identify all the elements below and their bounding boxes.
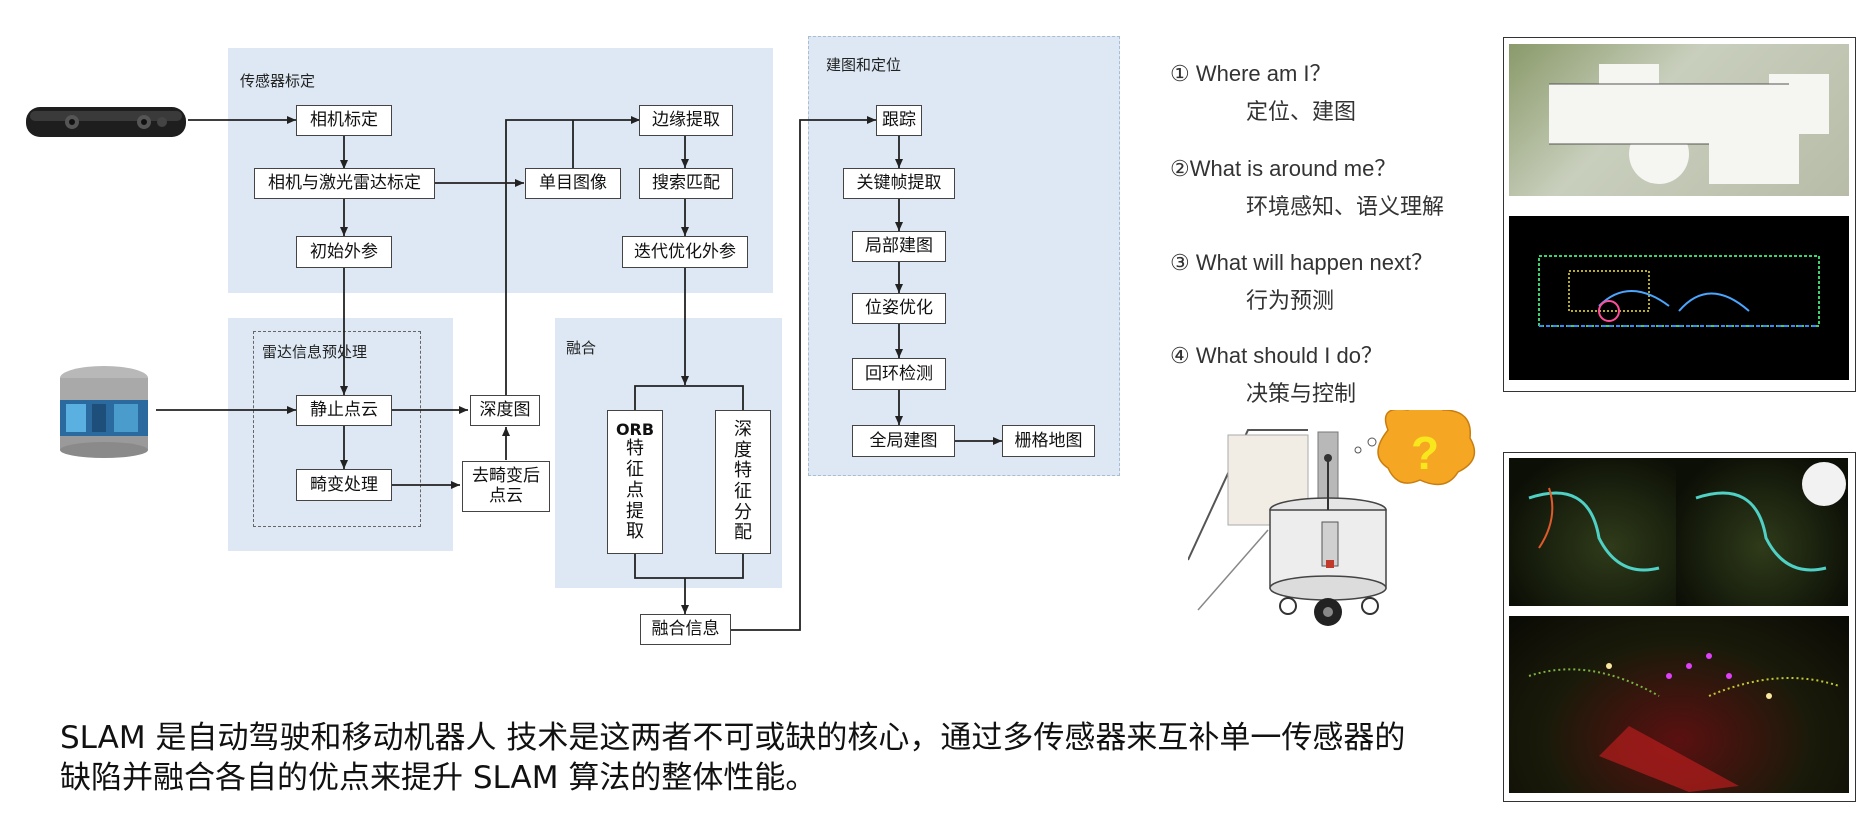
node-initial-extrinsic: 初始外参: [296, 236, 392, 268]
node-edge-extract: 边缘提取: [639, 105, 733, 136]
robot-illustration: ?: [1187, 401, 1478, 650]
question-3: ③ What will happen next？ 行为预测: [1170, 245, 1433, 315]
question-4: ④ What should I do？ 决策与控制: [1170, 338, 1383, 408]
orb-char-3: 点: [626, 479, 644, 501]
orb-char-5: 取: [626, 521, 644, 543]
node-fusion-info: 融合信息: [640, 614, 731, 645]
stereo-camera-icon: [24, 103, 189, 141]
node-grid-map: 栅格地图: [1002, 425, 1095, 457]
region-title-mapping-localization: 建图和定位: [826, 56, 902, 74]
depth-feat-char-1: 度: [734, 439, 752, 461]
undistorted-cloud-line1: 去畸变后: [472, 465, 540, 486]
panel-maps-top: [1503, 37, 1856, 392]
node-global-map: 全局建图: [852, 425, 955, 457]
node-camera-calib: 相机标定: [296, 105, 392, 136]
lidar-preprocess-dashed-box: [253, 331, 421, 527]
node-local-map: 局部建图: [852, 231, 946, 262]
lidar-scan-right-image: [1676, 458, 1848, 606]
depth-feat-char-4: 分: [734, 501, 752, 523]
node-mono-image: 单目图像: [525, 168, 621, 199]
question-1-answer: 定位、建图: [1246, 99, 1357, 124]
node-loop-detect: 回环检测: [852, 358, 946, 390]
question-4-text: ④ What should I do？: [1170, 343, 1383, 368]
depth-feat-char-0: 深: [734, 418, 752, 440]
undistorted-cloud-line2: 点云: [489, 485, 523, 506]
node-orb-feature: ORB 特 征 点 提 取: [607, 410, 663, 554]
thought-question-mark: ?: [1411, 427, 1440, 479]
question-2-text: ②What is around me？: [1170, 156, 1397, 181]
question-3-text: ③ What will happen next？: [1170, 250, 1434, 275]
orb-char-1: 特: [626, 438, 644, 460]
question-3-answer: 行为预测: [1246, 288, 1335, 313]
semantic-pointcloud-image: [1509, 616, 1849, 793]
caption-line-2: 缺陷并融合各自的优点来提升 SLAM 算法的整体性能。: [60, 760, 817, 796]
orb-char-4: 提: [626, 500, 644, 522]
node-keyframe: 关键帧提取: [843, 168, 955, 199]
node-iter-opt: 迭代优化外参: [622, 236, 748, 268]
region-title-sensor-calibration: 传感器标定: [240, 72, 316, 90]
occupancy-map-image: [1509, 44, 1849, 196]
orb-char-2: 征: [626, 459, 644, 481]
question-2-answer: 环境感知、语义理解: [1246, 194, 1445, 219]
lidar-sensor-icon: [52, 360, 156, 460]
node-depth-feature: 深 度 特 征 分 配: [715, 410, 771, 554]
node-static-pointcloud: 静止点云: [296, 395, 392, 426]
question-1-text: ① Where am I？: [1170, 61, 1332, 86]
node-depth-map: 深度图: [470, 395, 540, 426]
lidar-scan-left-image: [1509, 458, 1677, 606]
question-4-answer: 决策与控制: [1246, 381, 1357, 406]
caption-line-1: SLAM 是自动驾驶和移动机器人 技术是这两者不可或缺的核心，通过多传感器来互补…: [60, 720, 1406, 756]
node-camera-lidar-calib: 相机与激光雷达标定: [254, 168, 435, 199]
node-pose-opt: 位姿优化: [852, 293, 946, 324]
node-search-match: 搜索匹配: [639, 168, 733, 199]
node-undistorted-cloud: 去畸变后 点云: [462, 461, 550, 512]
region-title-fusion: 融合: [566, 339, 597, 357]
node-tracking: 跟踪: [876, 105, 922, 136]
depth-feat-char-2: 特: [734, 460, 752, 482]
depth-feat-char-5: 配: [734, 522, 752, 544]
pointcloud-map-image: [1509, 216, 1849, 380]
node-distortion: 畸变处理: [296, 469, 392, 501]
region-title-lidar-preprocess: 雷达信息预处理: [262, 343, 368, 361]
panel-maps-bottom: [1503, 452, 1856, 802]
depth-feat-char-3: 征: [734, 481, 752, 502]
question-1: ① Where am I？ 定位、建图: [1170, 56, 1356, 126]
question-2: ②What is around me？ 环境感知、语义理解: [1170, 151, 1444, 221]
orb-char-0: ORB: [615, 420, 655, 440]
region-lidar-preprocess: [228, 318, 453, 551]
caption: SLAM 是自动驾驶和移动机器人 技术是这两者不可或缺的核心，通过多传感器来互补…: [60, 718, 1480, 798]
